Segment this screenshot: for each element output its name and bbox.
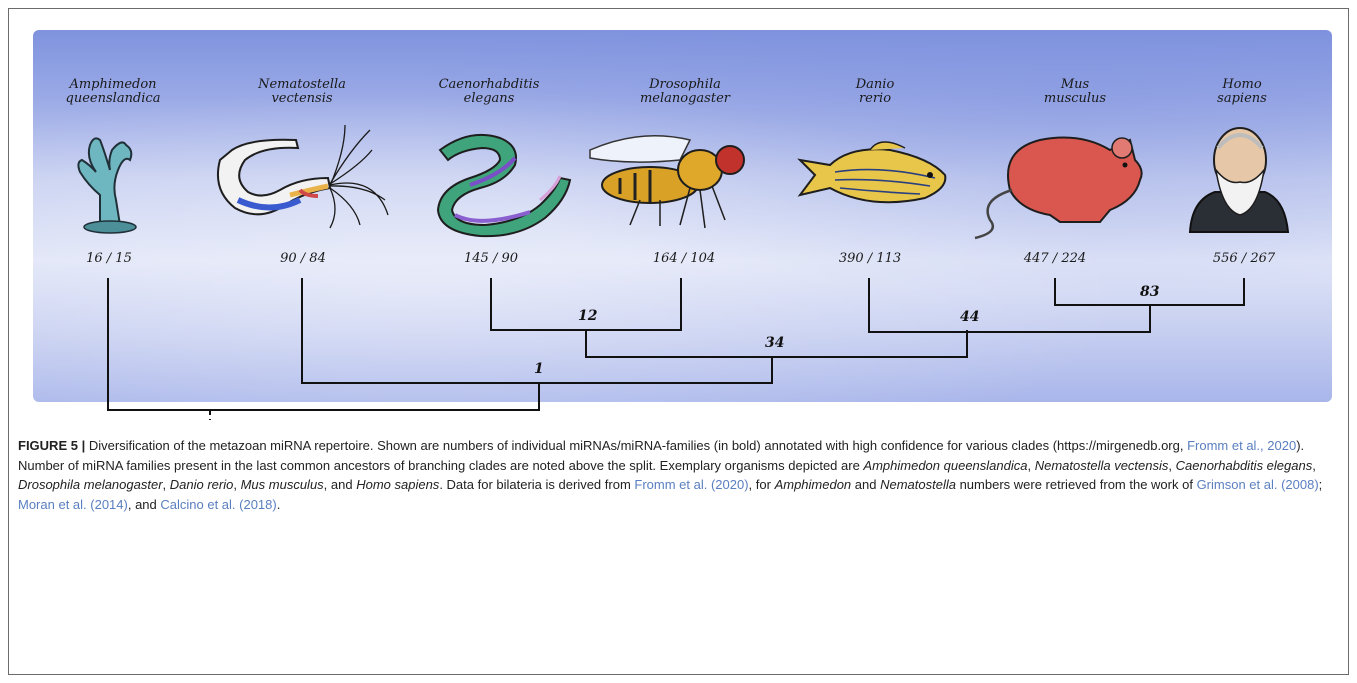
- figure-caption: FIGURE 5 | Diversification of the metazo…: [18, 436, 1334, 514]
- node-label-44: 44: [960, 309, 979, 325]
- citation-link[interactable]: Moran et al. (2014): [18, 497, 128, 512]
- node-label-1: 1: [534, 361, 544, 377]
- citation-link[interactable]: Fromm et al. (2020): [634, 477, 748, 492]
- figure-label: FIGURE 5 |: [18, 438, 85, 453]
- citation-link[interactable]: Fromm et al., 2020: [1187, 438, 1296, 453]
- citation-link[interactable]: Grimson et al. (2008): [1197, 477, 1319, 492]
- node-label-12: 12: [578, 308, 597, 324]
- citation-link[interactable]: Calcino et al. (2018): [160, 497, 276, 512]
- phylogenetic-tree: [0, 0, 1357, 420]
- node-label-83: 83: [1140, 284, 1159, 300]
- branch-1-to-root: [108, 278, 539, 410]
- node-label-34: 34: [765, 335, 784, 351]
